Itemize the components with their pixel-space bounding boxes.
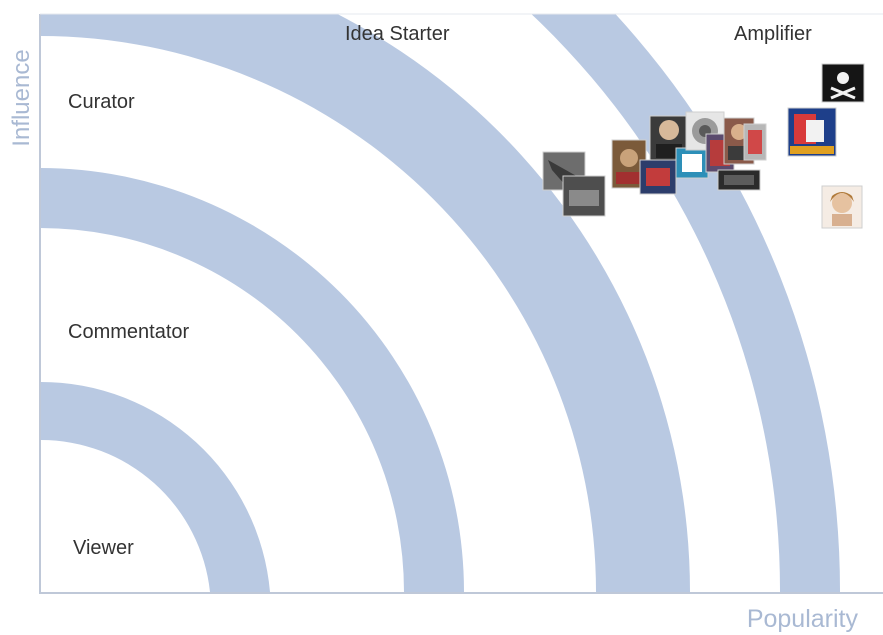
profile-thumbnail: [675, 147, 709, 179]
profile-thumbnail: [639, 159, 677, 195]
zone-label-amplifier: Amplifier: [734, 23, 812, 45]
profile-thumbnail: [562, 175, 606, 217]
viewer-arc-band: [40, 381, 270, 592]
zone-label-curator: Curator: [68, 91, 135, 113]
idea-starter-arc-band: [40, 14, 690, 592]
profile-thumbnail-cluster: [542, 63, 865, 229]
profile-thumbnail: [787, 107, 837, 157]
commentator-arc-band: [40, 168, 464, 592]
profile-thumbnail: [743, 123, 767, 161]
zone-label-idea-starter: Idea Starter: [345, 23, 450, 45]
y-axis-label: Influence: [8, 49, 35, 146]
pirate-flag-thumbnail: [821, 63, 865, 103]
profile-thumbnail: [821, 185, 863, 229]
arc-bands: [40, 14, 841, 592]
zone-label-viewer: Viewer: [73, 537, 134, 559]
profile-thumbnail: [717, 169, 761, 191]
x-axis-label: Popularity: [747, 605, 859, 633]
zone-label-commentator: Commentator: [68, 321, 189, 343]
